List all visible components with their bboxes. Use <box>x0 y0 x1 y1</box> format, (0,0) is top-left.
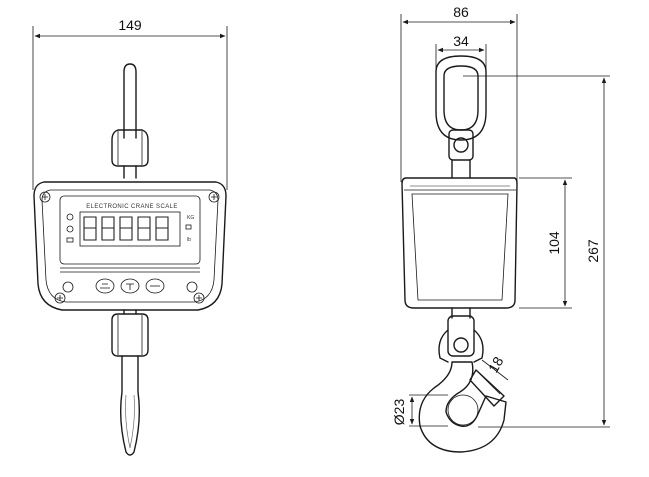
eye-width-label: 34 <box>453 33 469 49</box>
side-width-label: 86 <box>453 4 469 20</box>
zero-button <box>95 278 115 294</box>
total-height-dimension: 267 <box>463 75 610 428</box>
top-shackle <box>111 63 149 179</box>
hook-inner-label: Ø23 <box>391 399 407 426</box>
side-width-dimension: 86 <box>400 4 518 182</box>
front-width-label: 149 <box>118 17 142 33</box>
hook-inner-dimension: Ø23 <box>391 394 448 427</box>
hook-throat-dimension: 18 <box>481 354 509 381</box>
screw-top-right <box>208 191 220 203</box>
unit-kg-label: KG <box>187 215 194 221</box>
swivel-eye <box>435 55 487 179</box>
hook-throat-label: 18 <box>485 354 507 376</box>
display-title: ELECTRONIC CRANE SCALE <box>86 204 178 210</box>
body-height-dimension: 104 <box>519 177 572 309</box>
screw-top-left <box>39 191 51 203</box>
front-buttons <box>62 278 198 294</box>
screw-bottom-left <box>54 292 66 304</box>
screw-bottom-right <box>193 292 205 304</box>
body-height-label: 104 <box>546 231 562 255</box>
front-width-dimension: 149 <box>32 17 228 190</box>
eye-width-dimension: 34 <box>435 33 487 74</box>
front-view: 149 ELECTRONIC CRANE SCALE <box>32 17 228 456</box>
side-view: 86 34 104 <box>391 4 610 453</box>
total-height-label: 267 <box>585 239 601 263</box>
front-bottom-hook <box>111 309 149 456</box>
power-button <box>145 278 165 294</box>
side-housing <box>401 177 518 309</box>
tare-button <box>120 278 140 294</box>
front-housing: ELECTRONIC CRANE SCALE KG lb <box>33 181 227 311</box>
side-hook <box>418 307 507 453</box>
status-icons <box>66 213 74 243</box>
unit-lb-label: lb <box>187 237 191 243</box>
display-digits <box>83 216 169 241</box>
